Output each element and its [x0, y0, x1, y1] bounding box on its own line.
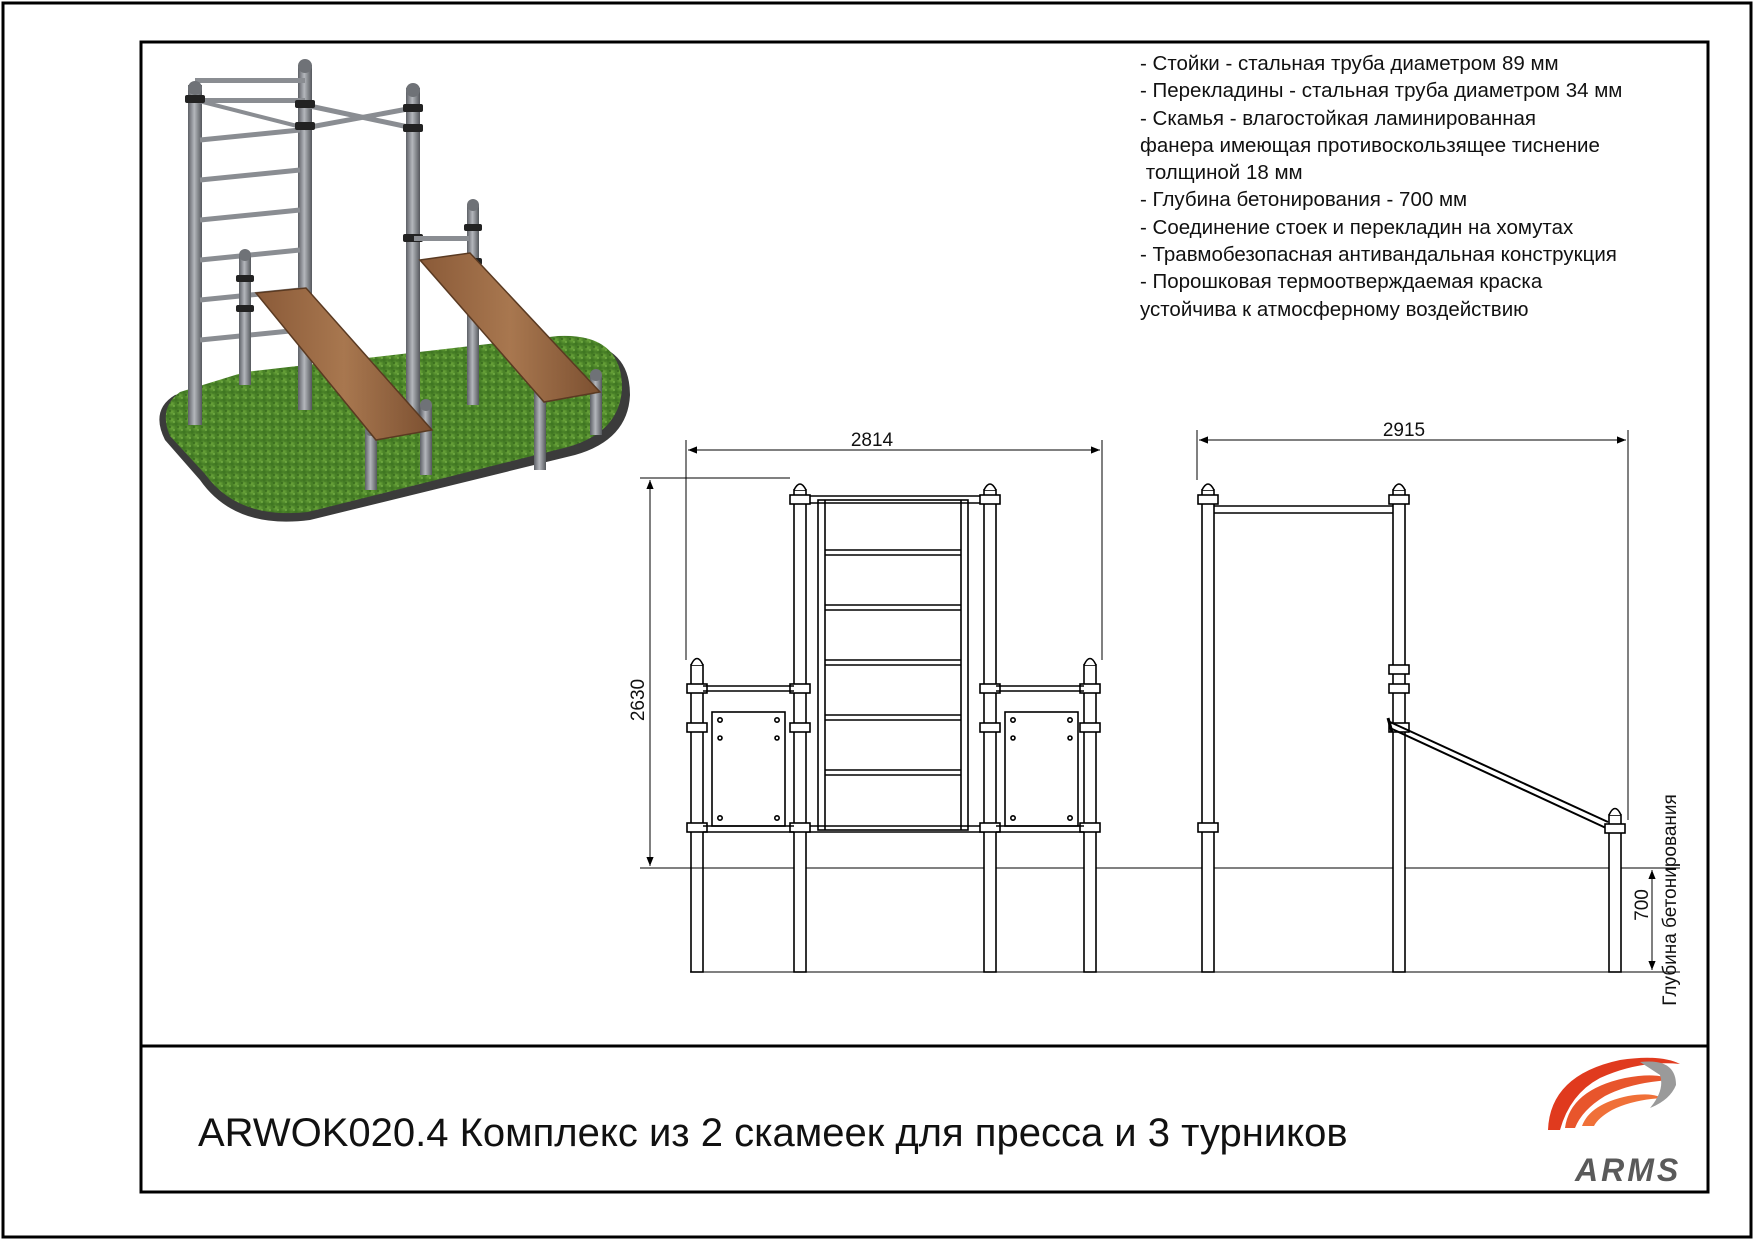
- spec-item: - Глубина бетонирования - 700 мм: [1140, 188, 1468, 212]
- bench-right: [418, 252, 602, 403]
- spec-item: - Соединение стоек и перекладин на хомут…: [1140, 215, 1574, 239]
- dim-front-width: 2814: [851, 430, 894, 451]
- dim-height: 2630: [628, 679, 649, 721]
- arms-logo: ARMS: [1548, 1057, 1681, 1188]
- page-title: ARWOK020.4 Комплекс из 2 скамеек для пре…: [198, 1111, 1348, 1155]
- front-elevation: [640, 440, 1680, 973]
- bench-left: [254, 287, 434, 441]
- spec-item: - Перекладины - стальная труба диаметром…: [1140, 79, 1623, 103]
- render-illustration: [159, 59, 630, 522]
- spec-item: устойчива к атмосферному воздействию: [1140, 297, 1529, 321]
- logo-text: ARMS: [1574, 1152, 1681, 1188]
- spec-item: толщиной 18 мм: [1140, 161, 1303, 185]
- spec-item: - Порошковая термоотверждаемая краска: [1140, 270, 1543, 294]
- dim-depth: 700: [1632, 889, 1653, 921]
- spec-item: - Травмобезопасная антивандальная констр…: [1140, 243, 1617, 267]
- specs-list: - Стойки - стальная труба диаметром 89 м…: [1140, 50, 1740, 323]
- dim-side-width: 2915: [1383, 420, 1425, 441]
- spec-item: - Стойки - стальная труба диаметром 89 м…: [1140, 52, 1559, 75]
- inner-border: [139, 40, 1710, 1194]
- logo-swoosh-icon: [1548, 1057, 1680, 1130]
- dim-depth-label: Глубина бетонирования: [1660, 794, 1681, 1006]
- spec-item: - Скамья - влагостойкая ламинированная: [1140, 106, 1537, 130]
- side-elevation: [1196, 430, 1656, 973]
- spec-item: фанера имеющая противоскользящее тиснени…: [1140, 133, 1600, 157]
